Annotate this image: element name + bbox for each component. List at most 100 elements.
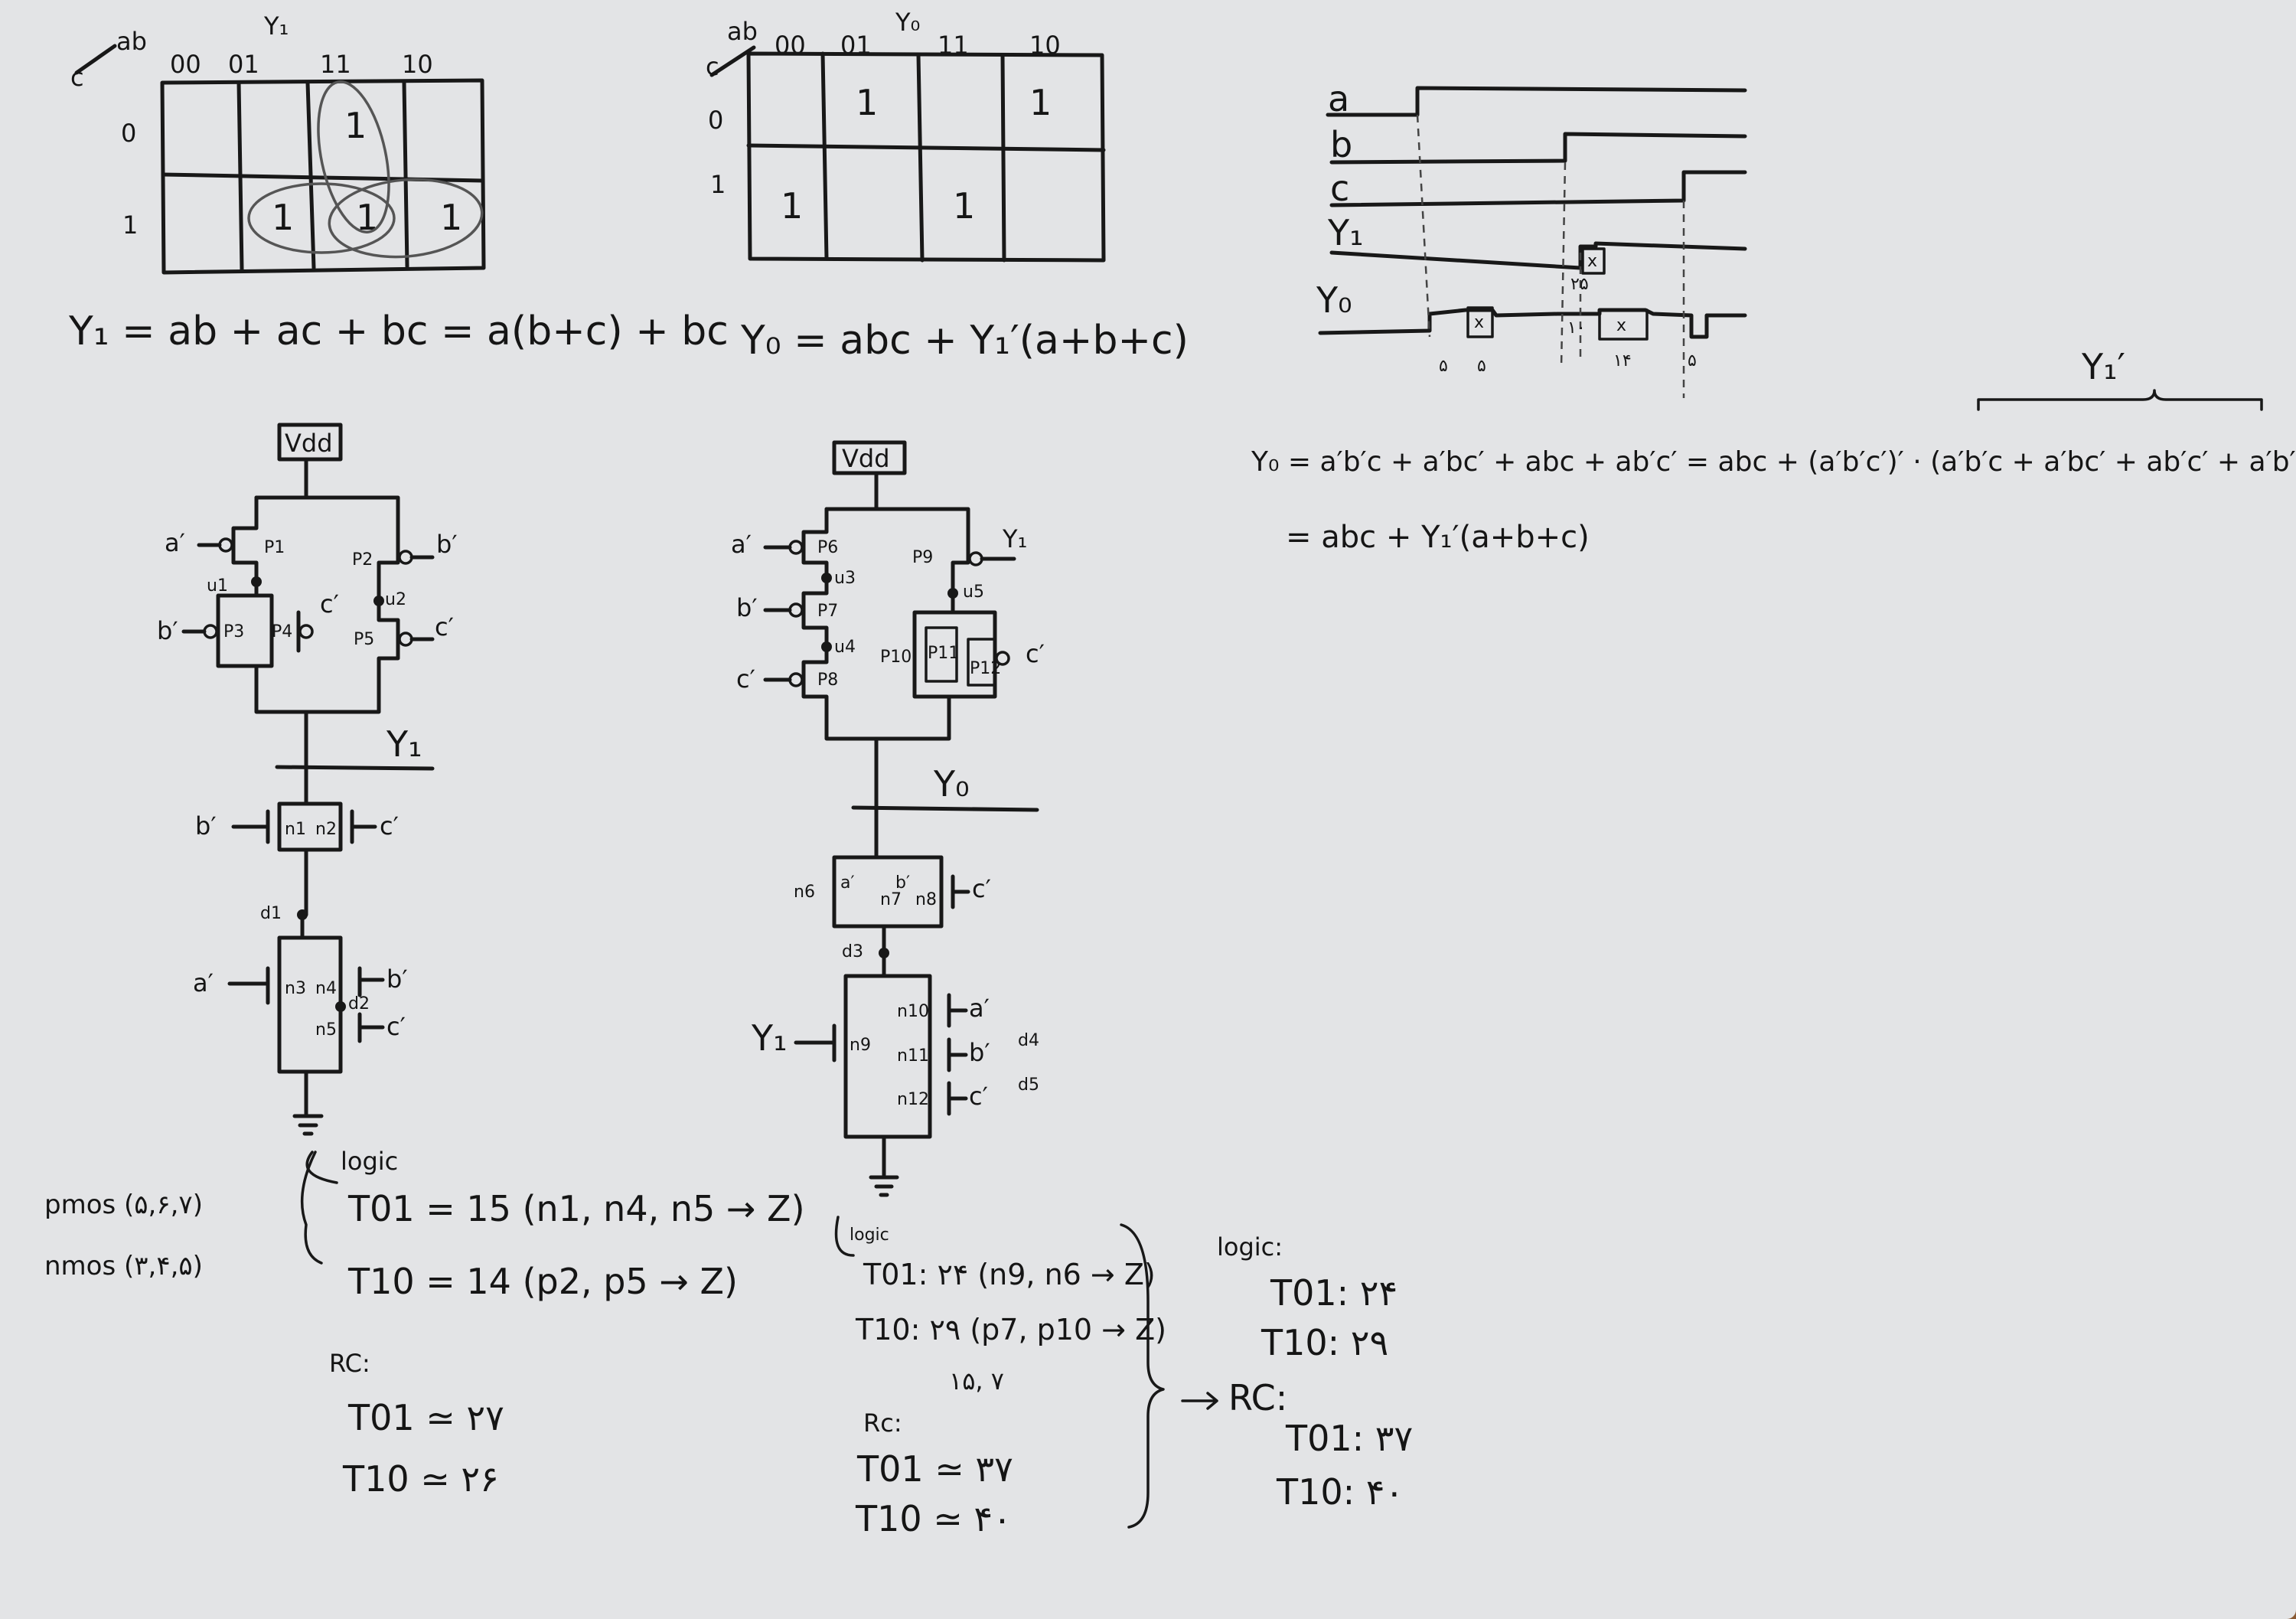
kmap-y1: c ab Y₁ 00 01 11 10 0 1 1 1 1 1 Y₁ = ab … [68, 11, 729, 354]
circuit-y0-n7-label: n7 [880, 890, 902, 909]
circuit-y0-pullup-top-rail [824, 507, 970, 538]
summary-logic-label: logic: [1217, 1232, 1283, 1262]
circuit-y0-p8 [801, 645, 879, 741]
circuit-y0-vdd-label: Vdd [842, 444, 890, 473]
summary-arrow [1181, 1392, 1218, 1410]
circuit-y1-p3p4-parallel [216, 579, 274, 668]
y1-t10: T10 = 14 (p2, p5 → Z) [347, 1261, 738, 1302]
circuit-y1-n3-label: n3 [285, 979, 306, 998]
timing-label-a: a [1328, 78, 1349, 119]
kmap-y0-row-0: 0 [708, 106, 723, 135]
y1-logic-arrow-1 [300, 1151, 323, 1265]
circuit-y0-p12-bubble [995, 651, 1010, 666]
summary-brace [1120, 1223, 1165, 1529]
kmap-y0-row-1: 1 [710, 170, 726, 199]
timing-wave-b [1329, 132, 1747, 165]
kmap-y1-corner-ab: ab [116, 27, 147, 56]
circuit-y1-p4-label: P4 [272, 622, 292, 641]
kmap-y1-border [160, 78, 486, 275]
timing-wave-c [1329, 170, 1747, 207]
kmap-y0-cell-r0-c3: 1 [1029, 82, 1052, 123]
circuit-y0-p6 [801, 507, 829, 580]
kmap-y0-cell-r0-c1: 1 [856, 82, 878, 123]
circuit-y1-n5-input: c′ [386, 1012, 406, 1041]
circuit-y0-p6-input: a′ [731, 530, 752, 559]
circuit-y1-n1n2-parallel [277, 801, 343, 852]
circuit-y1-p3-label: P3 [223, 622, 244, 641]
pmos-note: pmos (۵,۶,۷) [44, 1190, 203, 1220]
y1-rc-t10: T10 ≃ ۲۶ [342, 1458, 499, 1500]
circuit-y0-n6-label: n6 [794, 883, 815, 902]
y0-rc-t01: T01 ≃ ۳۷ [856, 1448, 1013, 1490]
timing-label-c: c [1330, 168, 1349, 209]
timing-wave-y1 [1329, 241, 1747, 270]
kmap-y1-col-10: 10 [402, 50, 433, 79]
kmap-y1-col-divider-3 [402, 80, 409, 269]
timing-guide-2 [1560, 162, 1567, 368]
kmap-y1-row-1: 1 [122, 211, 138, 240]
circuit-y0-n12-input: c′ [969, 1082, 988, 1111]
timing-label-y1: Y₁ [1327, 212, 1364, 253]
circuit-y0-n6n7n8-network [832, 855, 944, 929]
circuit-y0-p7-label: P7 [817, 602, 838, 621]
circuit-y0-p11 [925, 626, 958, 683]
circuit-y0-output-bar [851, 805, 1039, 812]
circuit-y1-pullup-top-rail [254, 495, 400, 530]
y0-logic-label: logic [850, 1226, 889, 1245]
derivation-line-2: = abc + Y₁′(a+b+c) [1286, 520, 1590, 555]
kmap-y0: c ab Y₀ 00 01 11 10 0 1 1 1 1 1 Y₀ = abc… [706, 8, 1189, 364]
timing-delay-6: ۵ [1688, 351, 1697, 370]
circuit-y0-n7-input: a′ [840, 873, 854, 893]
y0-logic-arrow [834, 1216, 855, 1257]
y0-sub-values: ۱۵, ۷ [949, 1366, 1004, 1395]
circuit-y1-ground-symbol [292, 1114, 324, 1136]
circuit-y1-node-u1: u1 [207, 576, 228, 596]
kmap-y1-col-00: 00 [170, 50, 201, 79]
kmap-y0-cell-r1-c0: 1 [781, 185, 803, 227]
nmos-note: nmos (۳,۴,۵) [44, 1251, 203, 1281]
timing-wave-a [1326, 86, 1747, 117]
circuit-y0-vdd-box [832, 440, 907, 475]
circuit-y0-n11-input: b′ [969, 1038, 990, 1067]
circuit-y0-n9-label: n9 [850, 1036, 871, 1055]
circuit-y1-p5-label: P5 [354, 630, 374, 649]
circuit-y1-left-branch-bottom [254, 664, 308, 714]
circuit-y1-node-d1: d1 [260, 904, 282, 923]
circuit-y1-n5-label: n5 [315, 1020, 337, 1040]
kmap-y0-col-divider-1 [820, 51, 829, 261]
summary-rc-t01: T01: ۳۷ [1285, 1418, 1413, 1459]
circuit-y1-vdd-box [277, 423, 343, 462]
circuit-y1-n3-input: a′ [193, 968, 214, 997]
timing-delay-3: ۲۵ [1570, 275, 1589, 294]
circuit-y0-p6-label: P6 [817, 538, 838, 557]
timing-delay-2: ۵ [1477, 357, 1486, 376]
timing-delay-5: ۱۴ [1613, 351, 1632, 370]
kmap-y1-col-11: 11 [320, 50, 351, 79]
circuit-y1-n2-input: c′ [380, 811, 399, 841]
circuit-y1-node-d2: d2 [348, 994, 370, 1014]
derivation-brace [1977, 389, 2263, 411]
circuit-y1-p2-input: b′ [436, 530, 458, 559]
kmap-y0-border [746, 51, 1106, 263]
timing-unknown-box-1 [1466, 306, 1494, 338]
summary-t10: T10: ۲۹ [1261, 1322, 1388, 1363]
derivation: Y₁′ Y₀ = a′b′c + a′bc′ + abc + ab′c′ = a… [1251, 346, 2296, 555]
circuit-y1-p4-bubble [298, 624, 314, 639]
circuit-y1-n4-label: n4 [315, 979, 337, 998]
circuit-y1-n1-label: n1 [285, 820, 306, 839]
circuit-y1-n1-input: b′ [195, 811, 217, 841]
circuit-y1-n4-input: b′ [386, 965, 408, 994]
kmap-y1-cell-r1-c3: 1 [440, 197, 462, 238]
derivation-brace-label: Y₁′ [2081, 346, 2125, 387]
y0-t01: T01: ۲۴ (n9, n6 → Z) [863, 1258, 1156, 1291]
kmap-y1-row-0: 0 [121, 119, 136, 148]
circuit-y0-p10-label: P10 [880, 648, 912, 667]
circuit-y0-p7-input: b′ [736, 593, 758, 622]
kmap-y1-corner-slash [74, 44, 117, 75]
circuit-y0-n10-label: n10 [897, 1002, 929, 1021]
kmap-y1-col-01: 01 [228, 50, 259, 79]
circuit-y1-d2-dot [335, 1001, 346, 1012]
timing-wave-y0 [1318, 308, 1747, 339]
y1-rc-label: RC: [329, 1349, 370, 1378]
